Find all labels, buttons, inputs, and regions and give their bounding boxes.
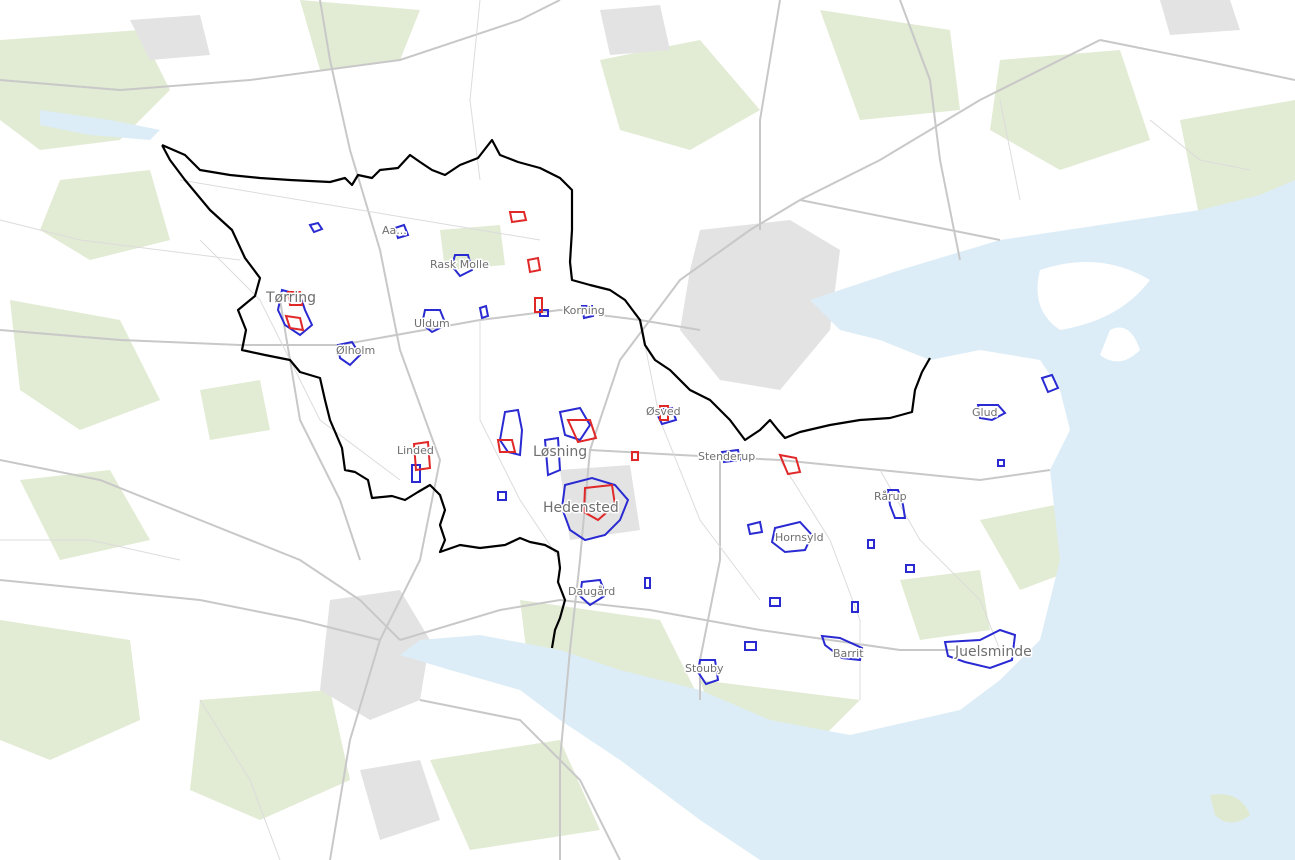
place-label-aalsbo: Aa... bbox=[382, 224, 407, 237]
place-label-glud: Glud bbox=[972, 406, 998, 419]
place-label-loesning: Løsning bbox=[533, 444, 587, 460]
blue-area-marker bbox=[478, 304, 490, 320]
blue-area-marker bbox=[746, 520, 764, 536]
red-area-marker bbox=[534, 297, 543, 313]
lake-west bbox=[40, 110, 160, 140]
blue-area-marker bbox=[644, 577, 651, 589]
blue-area-marker bbox=[420, 309, 448, 334]
blue-area-marker bbox=[867, 539, 875, 549]
place-label-koelning: Korning bbox=[563, 304, 605, 317]
blue-area-marker bbox=[997, 459, 1005, 467]
place-label-oeskvd: Øsved bbox=[646, 405, 681, 418]
island bbox=[1037, 262, 1150, 330]
blue-area-marker bbox=[943, 628, 1017, 670]
blue-area-marker bbox=[720, 448, 742, 464]
blue-area-marker bbox=[744, 641, 757, 651]
place-label-raskmolle: Rask Molle bbox=[430, 258, 489, 271]
blue-area-marker bbox=[558, 406, 592, 442]
blue-area-marker bbox=[393, 223, 410, 240]
blue-area-marker bbox=[769, 597, 781, 607]
place-label-stouby: Stouby bbox=[685, 662, 724, 675]
blue-area-marker bbox=[497, 491, 507, 501]
red-area-marker bbox=[526, 256, 542, 274]
blue-area-marker bbox=[580, 305, 595, 320]
place-label-hedensted: Hedensted bbox=[543, 500, 619, 516]
red-area-marker bbox=[496, 439, 517, 453]
red-area-marker bbox=[659, 405, 669, 421]
red-area-markers bbox=[284, 211, 802, 522]
blue-area-marker bbox=[905, 564, 915, 573]
red-area-marker bbox=[284, 314, 305, 332]
place-label-ollerum: Ølholm bbox=[336, 344, 375, 357]
place-label-raarup: Rårup bbox=[874, 490, 907, 503]
place-label-barrit: Barrit bbox=[833, 647, 864, 660]
blue-area-marker bbox=[820, 634, 864, 662]
blue-area-marker bbox=[411, 464, 421, 483]
blue-area-marker bbox=[1040, 373, 1060, 394]
blue-area-marker bbox=[851, 601, 859, 613]
blue-area-marker bbox=[886, 489, 907, 519]
water-bodies bbox=[40, 110, 1295, 860]
red-area-marker bbox=[286, 291, 304, 306]
fjord-east bbox=[400, 180, 1295, 860]
blue-area-marker bbox=[308, 221, 324, 234]
blue-area-marker bbox=[976, 404, 1007, 422]
red-area-marker bbox=[508, 211, 528, 224]
place-label-torring: Tørring bbox=[265, 290, 316, 306]
blue-area-marker bbox=[450, 254, 474, 278]
place-label-linded: Linded bbox=[397, 444, 434, 457]
place-label-daugaard: Daugård bbox=[568, 585, 615, 598]
municipality-boundary[interactable] bbox=[161, 138, 931, 649]
place-label-juelsminde: Juelsminde bbox=[954, 644, 1032, 660]
place-label-hvosld: Hornsyld bbox=[775, 531, 824, 544]
blue-area-marker bbox=[578, 578, 608, 607]
place-labels: Aa... Rask Molle Tørring Uldum Korning Ø… bbox=[264, 223, 1034, 677]
red-area-marker bbox=[778, 453, 802, 476]
place-label-stenderup: Stenderup bbox=[698, 450, 755, 463]
blue-area-marker bbox=[539, 309, 549, 317]
blue-area-marker bbox=[696, 659, 720, 686]
place-label-uldum: Uldum bbox=[414, 317, 450, 330]
blue-area-marker bbox=[336, 340, 362, 367]
blue-area-marker bbox=[770, 520, 814, 554]
red-area-marker bbox=[412, 440, 432, 472]
red-area-marker bbox=[566, 419, 598, 444]
blue-area-marker bbox=[560, 476, 630, 542]
red-area-marker bbox=[631, 451, 639, 461]
red-area-marker bbox=[582, 483, 617, 522]
blue-area-marker bbox=[543, 436, 562, 477]
